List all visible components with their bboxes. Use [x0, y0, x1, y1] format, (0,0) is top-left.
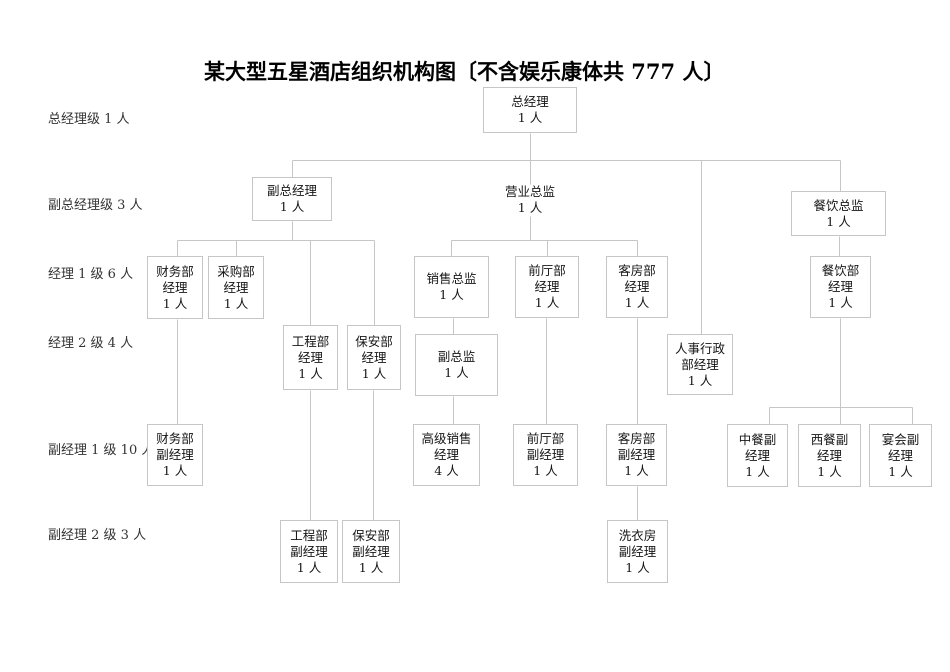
org-node-western-restaurant-deputy: 西餐副 经理 1 人 [798, 424, 861, 487]
org-node-finance-deputy-manager: 财务部 副经理 1 人 [147, 424, 203, 486]
org-node-business-director: 营业总监 1 人 [504, 184, 555, 215]
row-label-4: 副经理 1 级 10 人 [48, 443, 155, 458]
org-node-security-deputy-manager: 保安部 副经理 1 人 [342, 520, 400, 583]
org-node-deputy-general-manager: 副总经理 1 人 [252, 177, 332, 221]
row-label-2: 经理 1 级 6 人 [48, 267, 134, 282]
org-node-fnb-manager: 餐饮部 经理 1 人 [810, 256, 871, 318]
org-node-banquet-deputy: 宴会副 经理 1 人 [869, 424, 932, 487]
row-label-3: 经理 2 级 4 人 [48, 336, 134, 351]
org-node-laundry-deputy-manager: 洗衣房 副经理 1 人 [607, 520, 668, 583]
org-node-deputy-sales-director: 副总监 1 人 [415, 334, 498, 396]
org-node-housekeeping-manager: 客房部 经理 1 人 [606, 256, 668, 318]
row-label-1: 副总经理级 3 人 [48, 198, 143, 213]
org-node-sales-chief: 销售总监 1 人 [414, 256, 489, 318]
row-label-0: 总经理级 1 人 [48, 112, 130, 127]
org-node-security-manager: 保安部 经理 1 人 [347, 325, 401, 390]
row-label-5: 副经理 2 级 3 人 [48, 528, 147, 543]
org-node-chinese-restaurant-deputy: 中餐副 经理 1 人 [727, 424, 788, 487]
org-node-fnb-director: 餐饮总监 1 人 [791, 191, 886, 236]
org-node-engineering-manager: 工程部 经理 1 人 [283, 325, 338, 390]
org-node-engineering-deputy-manager: 工程部 副经理 1 人 [280, 520, 338, 583]
org-node-housekeeping-deputy-manager: 客房部 副经理 1 人 [606, 424, 667, 486]
org-node-senior-sales-manager: 高级销售 经理 4 人 [413, 424, 480, 486]
org-node-finance-manager: 财务部 经理 1 人 [147, 256, 203, 319]
org-node-front-office-manager: 前厅部 经理 1 人 [515, 256, 579, 318]
chart-title: 某大型五星酒店组织机构图〔不含娱乐康体共 777 人〕 [204, 59, 725, 84]
org-node-general-manager: 总经理 1 人 [483, 87, 577, 133]
org-node-purchasing-manager: 采购部 经理 1 人 [208, 256, 264, 319]
org-node-hr-admin-manager: 人事行政 部经理 1 人 [667, 334, 733, 395]
org-node-front-office-deputy-manager: 前厅部 副经理 1 人 [513, 424, 578, 486]
